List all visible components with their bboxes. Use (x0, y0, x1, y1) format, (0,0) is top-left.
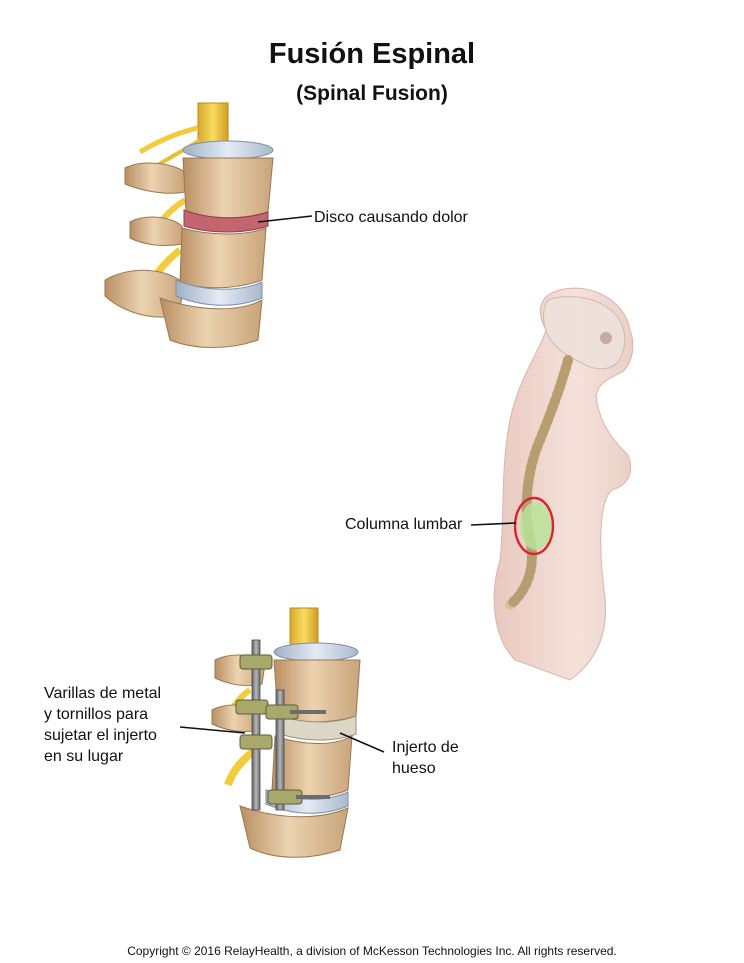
label-metal-rods-screws: Varillas de metal y tornillos para sujet… (44, 685, 162, 765)
metal-rod-left (251, 639, 261, 811)
label-lumbar-spine: Columna lumbar (345, 516, 463, 533)
lumbar-circle (513, 496, 555, 556)
lumbar-leader-line (470, 522, 517, 526)
page-subtitle: (Spinal Fusion) (296, 82, 448, 105)
human-figure (493, 287, 634, 681)
spine-segment-top (104, 102, 274, 348)
metal-rod-right (275, 689, 285, 811)
page-title: Fusión Espinal (268, 38, 476, 70)
spine-segment-fused (211, 607, 361, 858)
label-bone-graft: Injerto de hueso (392, 739, 459, 777)
rods-leader-line (179, 726, 246, 734)
disc-leader-line (257, 215, 313, 223)
label-painful-disc: Disco causando dolor (314, 209, 468, 226)
copyright-notice: Copyright © 2016 RelayHealth, a division… (127, 944, 617, 958)
graft-leader-line (339, 732, 385, 753)
